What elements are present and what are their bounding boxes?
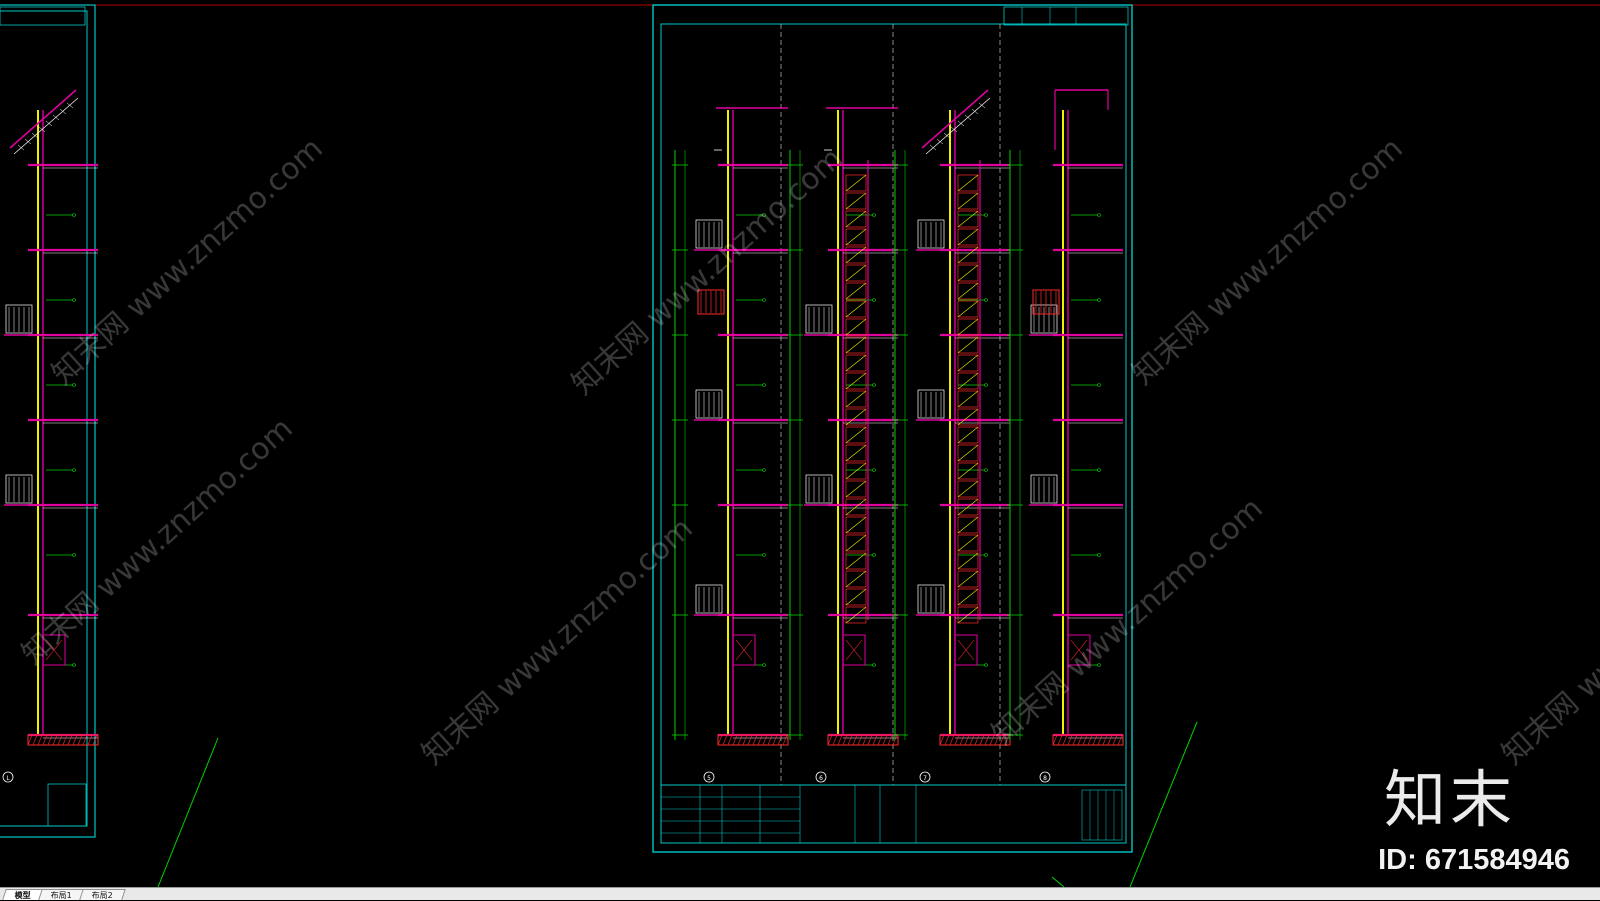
detail-label-6: 6 xyxy=(815,771,827,783)
detail-label-5: 5 xyxy=(703,771,715,783)
main-sheet-frame xyxy=(652,4,1133,853)
tab-layout-2[interactable]: 布局2 xyxy=(79,889,126,900)
layout-tab-bar: 模型 布局1 布局2 xyxy=(0,887,1600,900)
detail-label-8: 8 xyxy=(1039,771,1051,783)
detail-label-text: 6 xyxy=(819,775,823,782)
brand-id-text: ID: 671584946 xyxy=(1378,844,1570,876)
construction-line xyxy=(1129,721,1198,887)
construction-line xyxy=(1051,876,1065,887)
construction-line xyxy=(157,737,219,887)
detail-label-text: 8 xyxy=(1043,775,1047,782)
detail-labels: L 5 6 7 8 xyxy=(2,771,1051,783)
tab-layout-1[interactable]: 布局1 xyxy=(38,889,85,900)
brand-logo: 知末 xyxy=(1383,763,1516,836)
detail-label-text: 5 xyxy=(707,775,711,782)
detail-label-text: L xyxy=(6,775,10,782)
detail-label-left: L xyxy=(2,771,14,783)
wall-sections xyxy=(4,89,1124,746)
detail-label-7: 7 xyxy=(919,771,931,783)
detail-label-text: 7 xyxy=(923,775,927,782)
